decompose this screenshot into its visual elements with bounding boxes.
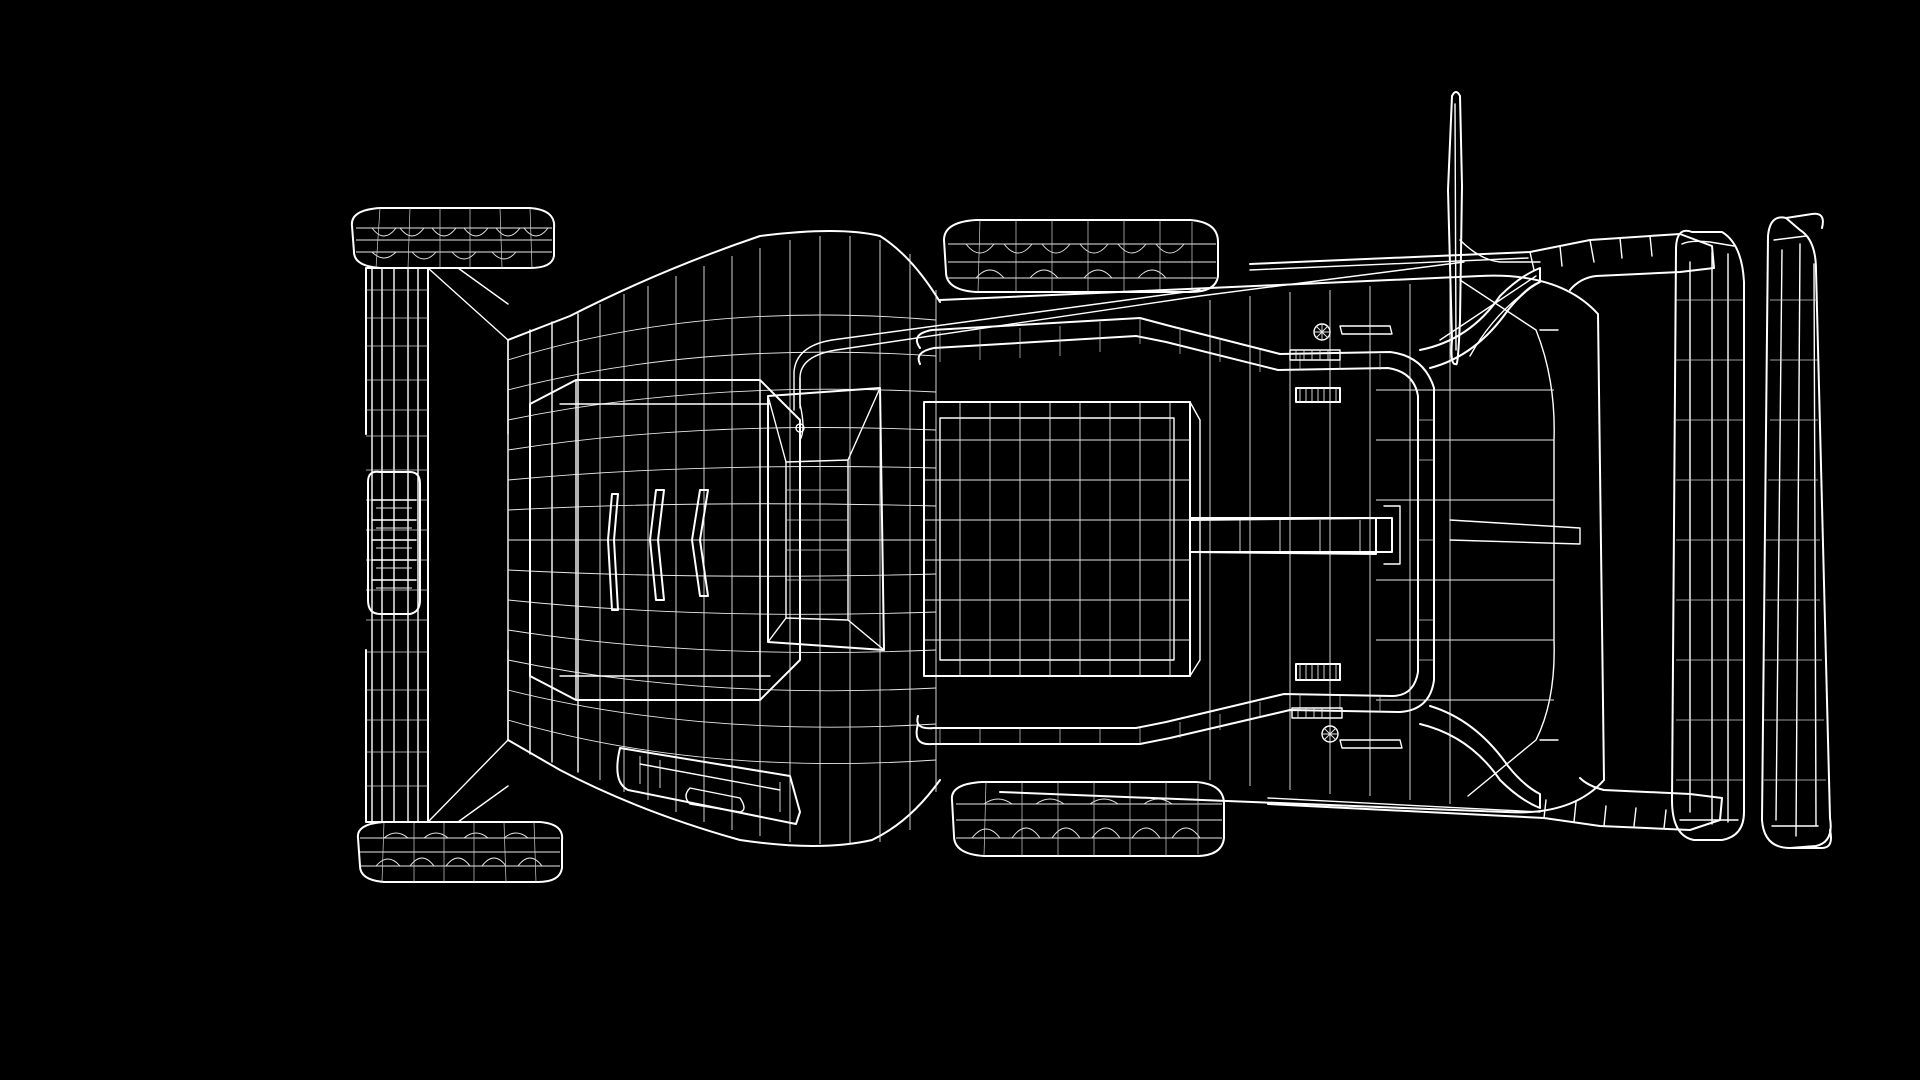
chassis-frame: [939, 274, 1605, 814]
height-adjust-knob-bottom: [1291, 663, 1403, 749]
grass-collector: [923, 401, 1377, 677]
bail-lever: [1439, 91, 1541, 366]
side-control-box: [616, 747, 801, 825]
rear-right-wheel: [356, 821, 564, 883]
height-adjust-knob-top: [1289, 323, 1393, 403]
mower-deck-body: [507, 230, 941, 847]
handle-center-bar: [1189, 505, 1401, 565]
handle-upper-tube: [915, 317, 1435, 746]
front-right-wheel: [950, 781, 1225, 857]
control-cables: [793, 261, 1541, 411]
handle-lower-curve: [1419, 267, 1541, 809]
upper-handle-bars: [1249, 212, 1832, 849]
rear-grip-handle: [367, 470, 421, 615]
rear-axle-housing: [365, 267, 509, 823]
rear-left-wheel: [350, 207, 556, 269]
front-left-wheel: [943, 219, 1219, 293]
